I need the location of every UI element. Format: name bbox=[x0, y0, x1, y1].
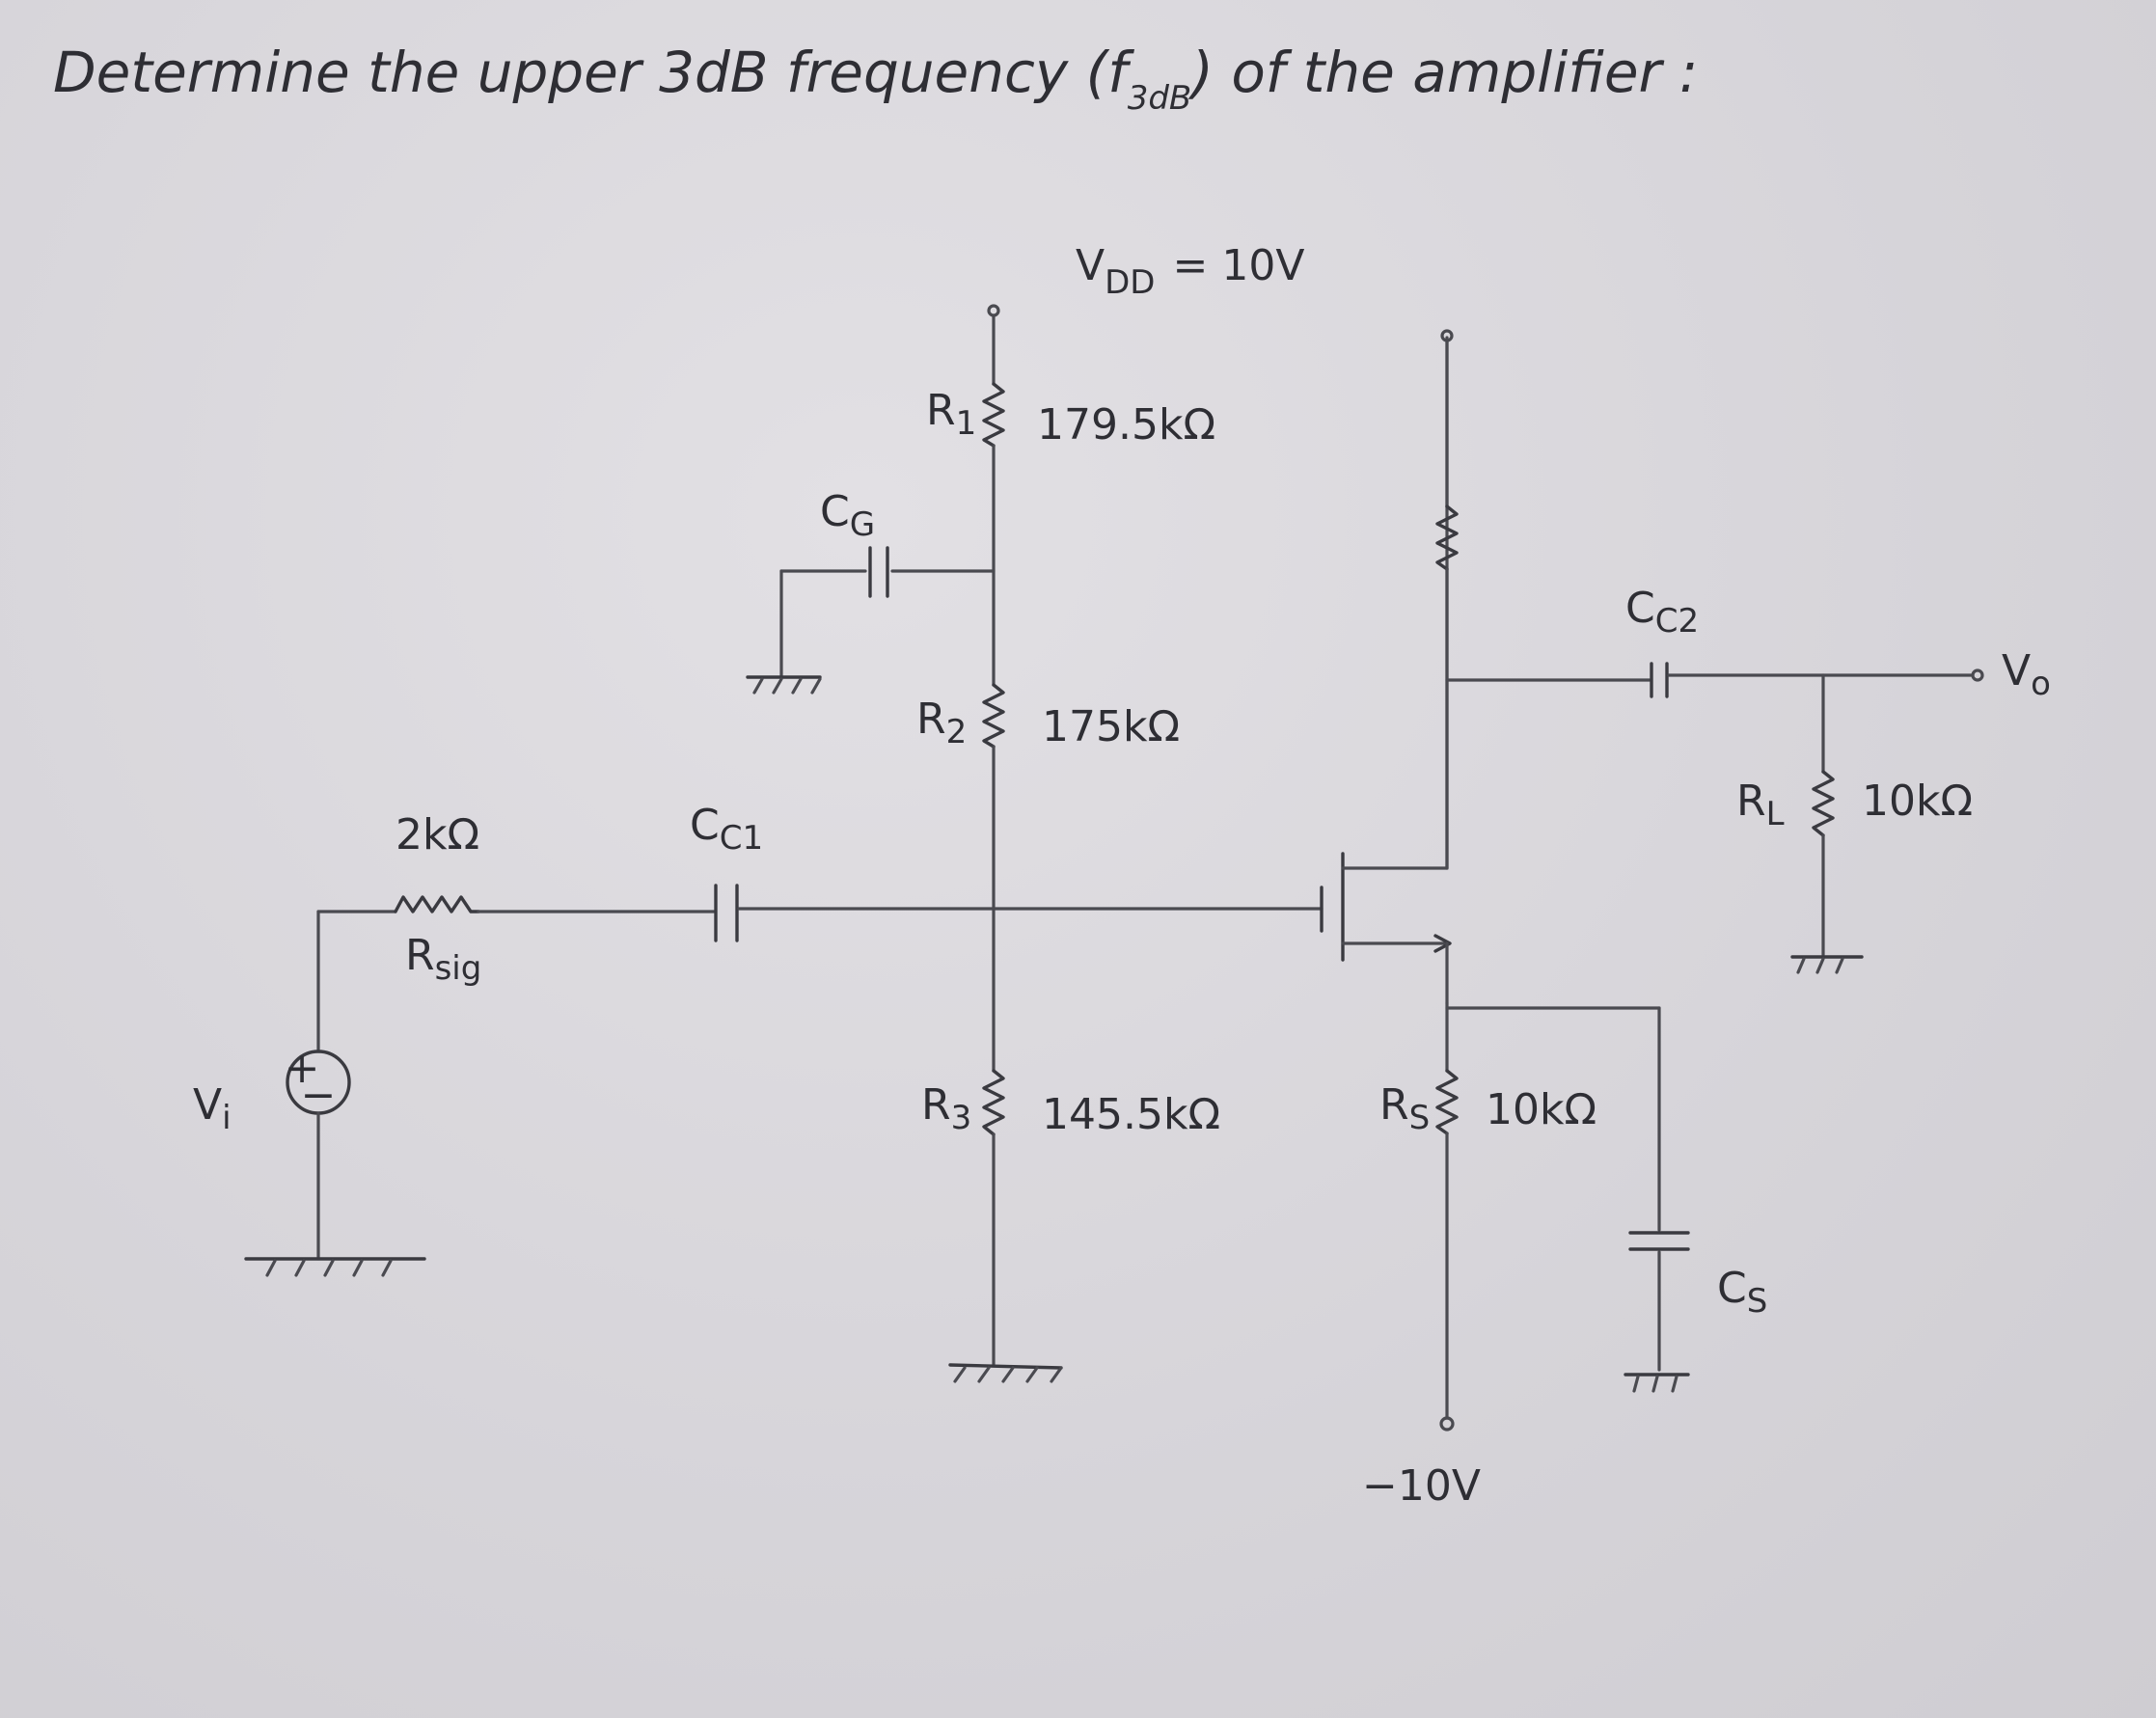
vss-terminal bbox=[1439, 1416, 1455, 1432]
rs-value: 10kΩ bbox=[1486, 1085, 1597, 1134]
cg-branch bbox=[746, 546, 996, 695]
ground-symbol-r3 bbox=[948, 1363, 1063, 1370]
vi-label: Vi bbox=[193, 1080, 232, 1137]
drain-network bbox=[1435, 329, 1984, 974]
rl-value: 10kΩ bbox=[1862, 777, 1973, 826]
r1-label: R1 bbox=[926, 386, 976, 443]
bias-divider bbox=[948, 304, 1063, 1383]
cc1-label: CC1 bbox=[690, 801, 763, 858]
r2-value: 175kΩ bbox=[1042, 702, 1180, 751]
r3-label: R3 bbox=[921, 1080, 971, 1137]
r2-resistor bbox=[982, 683, 1005, 749]
input-network bbox=[244, 884, 1324, 1277]
r3-resistor bbox=[982, 1069, 1005, 1136]
r3-value: 145.5kΩ bbox=[1042, 1090, 1220, 1139]
rl-label: RL bbox=[1736, 777, 1785, 833]
mosfet bbox=[1320, 336, 1452, 1005]
rd-resistor bbox=[1435, 504, 1459, 571]
r1-resistor bbox=[982, 382, 1005, 448]
rsig-resistor bbox=[394, 895, 480, 914]
source-plus: + bbox=[285, 1044, 320, 1093]
rs-resistor bbox=[1435, 1069, 1459, 1135]
cc2-label: CC2 bbox=[1625, 584, 1699, 641]
rs-label: RS bbox=[1379, 1080, 1430, 1137]
cs-label: CS bbox=[1717, 1264, 1767, 1321]
r1-value: 179.5kΩ bbox=[1037, 400, 1215, 450]
source-minus: − bbox=[301, 1071, 337, 1120]
vdd-label: VDD= 10V bbox=[1076, 241, 1304, 302]
r2-label: R2 bbox=[916, 695, 967, 751]
mosfet-source-arrow bbox=[1433, 934, 1452, 953]
vo-label: Vo bbox=[2002, 646, 2051, 703]
source-network bbox=[1435, 1001, 1690, 1432]
rsig-label: Rsig bbox=[405, 931, 481, 988]
rsig-value: 2kΩ bbox=[396, 810, 479, 859]
vss-label: −10V bbox=[1362, 1461, 1481, 1511]
vo-terminal bbox=[1971, 668, 1984, 682]
cg-label: CG bbox=[820, 487, 875, 544]
rl-resistor bbox=[1812, 770, 1835, 837]
problem-title: Determine the upper 3dB frequency (f3dB)… bbox=[53, 40, 1698, 118]
